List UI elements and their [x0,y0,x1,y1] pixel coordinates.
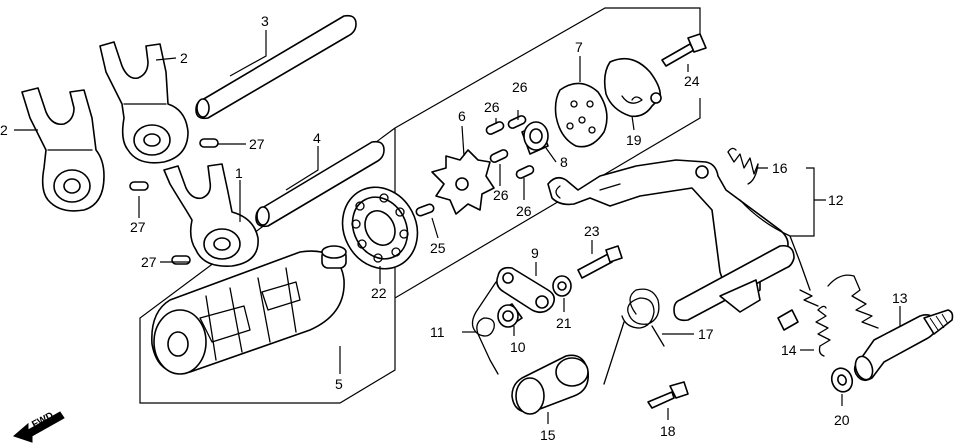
spring-small-bottom [815,305,831,357]
callout-13: 13 [892,290,908,306]
callout-14: 14 [781,342,797,358]
stopper-spring [471,281,499,375]
callout-5: 5 [335,376,343,392]
shift-fork-left [21,87,105,212]
drum-plate [554,82,608,148]
pin-26-d [515,165,535,179]
callout-27-c: 27 [141,254,157,270]
spindle-collar [511,354,590,415]
collar [521,121,549,155]
stopper-arm [496,266,556,314]
pin-26-b [507,115,527,129]
cam-plate [603,57,662,118]
callout-1: 1 [235,165,243,181]
drum-center-cam [431,149,495,215]
callout-27-a: 27 [249,136,265,152]
callout-19: 19 [626,132,642,148]
bearing [341,186,419,270]
shift-drum [151,245,347,375]
dowel-pin-a [199,138,219,148]
callout-labels: 2 2 3 4 27 27 27 1 5 22 25 6 26 26 26 26… [0,13,908,443]
gearshift-arm [547,159,811,331]
stopper-collar [497,303,523,328]
dowel-pin-b [129,181,149,191]
bolt-top [661,33,707,67]
callout-27-b: 27 [130,219,146,235]
callout-17: 17 [698,326,714,342]
bolt-stopper [577,245,623,279]
callout-2-left: 2 [0,122,8,138]
forward-arrow: FWD [13,410,65,443]
callout-4: 4 [313,130,321,146]
callout-11: 11 [430,324,445,340]
stopper-pin [415,203,435,217]
callout-20: 20 [834,412,850,428]
return-spring [799,274,879,329]
callout-6: 6 [458,108,466,124]
shift-fork-center [163,163,259,267]
washer-stopper [552,275,572,297]
callout-15: 15 [540,427,556,443]
washer-spindle [830,367,854,393]
spring-small-top [727,147,759,185]
callout-26-c: 26 [493,187,509,203]
fork-shaft-long [195,14,357,120]
callout-12: 12 [828,192,844,208]
callout-26-d: 26 [516,203,532,219]
dowel-pin-c [171,255,191,265]
callout-7: 7 [575,39,583,55]
bolt-bottom [647,381,689,409]
callout-3: 3 [261,13,269,29]
callout-23: 23 [584,223,600,239]
callout-16: 16 [772,160,788,176]
callout-18: 18 [660,423,676,439]
callout-9: 9 [531,245,539,261]
callout-22: 22 [371,285,387,301]
callout-26-a: 26 [484,99,500,115]
pin-26-a [485,121,505,135]
gearshift-spindle [853,309,954,382]
pin-26-c [489,149,509,163]
fork-shaft-short [255,140,385,228]
torsion-spring [603,288,665,385]
shift-fork-upper [99,41,189,164]
callout-26-b: 26 [512,79,528,95]
callout-25: 25 [430,240,446,256]
callout-24: 24 [684,73,700,89]
callout-8: 8 [560,154,568,170]
leader-lines [14,30,901,424]
callout-21: 21 [556,315,572,331]
callout-2-upper: 2 [180,50,188,66]
callout-10: 10 [510,339,526,355]
